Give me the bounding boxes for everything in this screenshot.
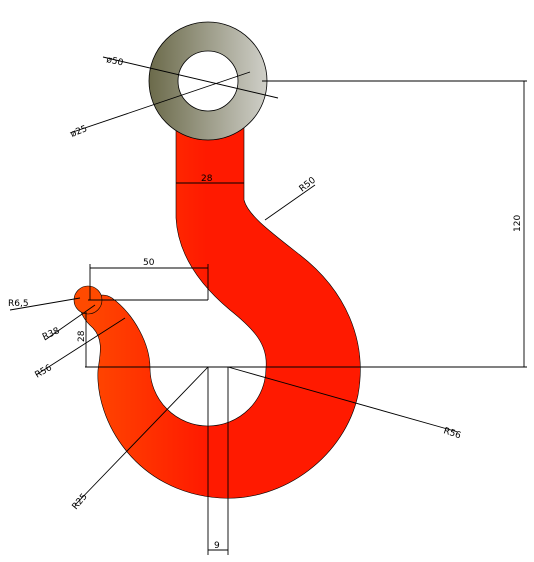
dim-eye-outer: ø50 [105,55,124,68]
dim-tip-radius: R6,5 [8,299,29,309]
dim-tip-height: 28 [77,330,87,342]
dim-tip-offset: 50 [143,258,155,268]
dimension-lines [9,56,527,555]
dim-center-offset: 9 [214,541,220,551]
eye-hole [177,50,239,112]
dim-shank-width: 28 [201,174,213,184]
dim-eye-inner: ø25 [69,124,88,140]
hook-body [80,119,361,499]
dim-outer-curve: R50 [298,175,318,194]
dim-vertical-height: 120 [513,215,523,232]
dim-r56-right: R56 [442,426,462,441]
dim-r25: R25 [71,492,90,512]
dim-r38: R38 [41,326,62,343]
